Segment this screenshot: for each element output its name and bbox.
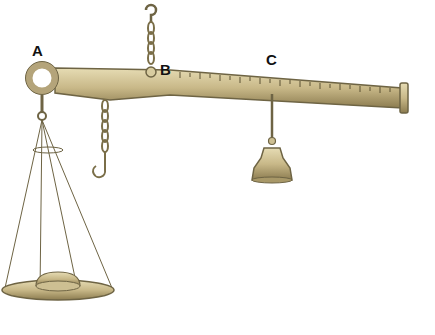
point-label: A <box>32 43 43 58</box>
point-label: B <box>160 62 171 77</box>
point-label: C <box>266 52 277 67</box>
